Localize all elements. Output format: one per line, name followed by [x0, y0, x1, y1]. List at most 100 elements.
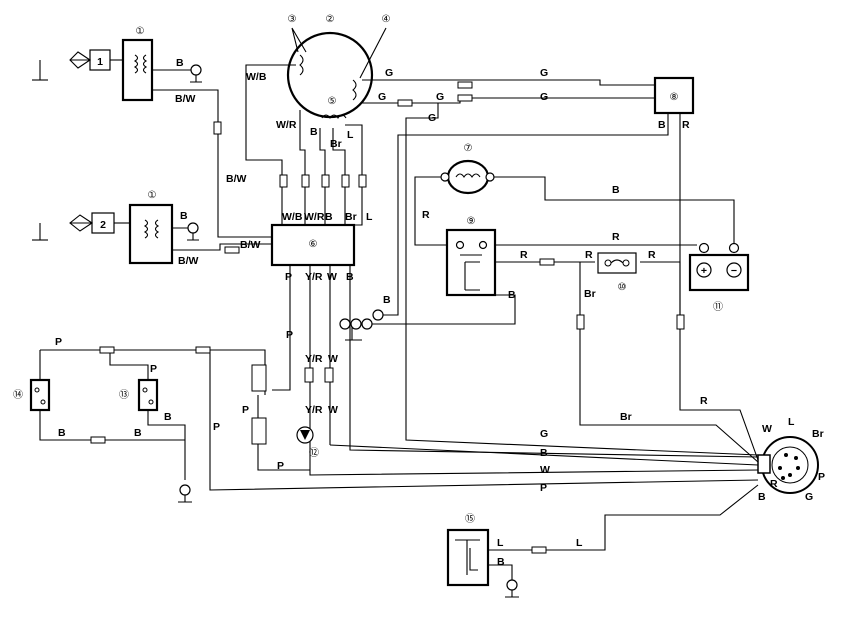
- wire-label-p-left: P: [242, 404, 249, 416]
- wire-label-g2: G: [540, 67, 548, 79]
- component-number-6: ⑥: [309, 239, 318, 250]
- connectors: [90, 81, 685, 554]
- relay-label-br: Br: [584, 288, 596, 300]
- conn-label-r: R: [770, 478, 778, 490]
- wire-label-bw-coil2: B/W: [178, 255, 199, 267]
- component-number-14: ⑭: [13, 389, 23, 401]
- harness-label-p: P: [540, 482, 547, 494]
- component-number-2: ②: [326, 14, 335, 25]
- cdi-label-p: P: [285, 271, 292, 283]
- plug-number-1: 1: [97, 56, 103, 68]
- cdi-label-br: Br: [345, 211, 357, 223]
- wire-label-w-1: W: [328, 353, 338, 365]
- wire-label-yr-2: Y/R: [305, 404, 323, 416]
- component-number-5: ⑤: [328, 96, 337, 107]
- wires: [39, 59, 759, 580]
- conn-label-g: G: [805, 491, 813, 503]
- switch-wire-b-3: B: [164, 411, 172, 423]
- ground-label-b: B: [383, 294, 391, 306]
- harness-label-w: W: [540, 464, 550, 476]
- wire-label-g4: G: [436, 91, 444, 103]
- switch-15: ⑮: [446, 513, 519, 598]
- cdi-label-l: L: [366, 211, 373, 223]
- switch-wire-b-1: B: [58, 427, 66, 439]
- sw15-label-l2: L: [576, 537, 583, 549]
- battery-plus-terminal: +: [701, 265, 707, 277]
- harness-label-br: Br: [620, 411, 632, 423]
- component-number-7: ⑦: [464, 143, 473, 154]
- wire-label-l-stator: L: [347, 129, 354, 141]
- sw15-label-l1: L: [497, 537, 504, 549]
- cdi-label-yr: Y/R: [305, 271, 323, 283]
- starter-label-r: R: [422, 209, 430, 221]
- rectifier-regulator: ⑧: [653, 76, 695, 115]
- cdi-label-wr: W/R: [304, 211, 325, 223]
- wire-label-wb: W/B: [246, 71, 267, 83]
- reg-label-b: B: [658, 119, 666, 131]
- cdi-label-wb: W/B: [282, 211, 303, 223]
- spark-plug-1: 1: [32, 49, 123, 81]
- diode: ⑫: [296, 426, 319, 459]
- starter-label-b: B: [612, 184, 620, 196]
- wire-label-b-stator: B: [310, 126, 318, 138]
- wire-label-g5: G: [540, 91, 548, 103]
- switch-wire-b-2: B: [134, 427, 142, 439]
- ignition-coil-2: ① B B/W: [128, 190, 199, 267]
- wire-label-b: B: [176, 57, 184, 69]
- wire-label-g3: G: [378, 91, 386, 103]
- wire-label-yr-1: Y/R: [305, 353, 323, 365]
- component-number-13: ⑬: [119, 389, 129, 401]
- relay-label-b: B: [508, 289, 516, 301]
- cdi-label-b: B: [325, 211, 333, 223]
- wire-label-b-coil2: B: [180, 210, 188, 222]
- component-number-1b: ①: [148, 190, 157, 201]
- sw15-label-b: B: [497, 556, 505, 568]
- plug-number-2: 2: [100, 219, 106, 231]
- stator: ② ③ ④ ⑤: [286, 14, 391, 119]
- wire-label-p-cdi: P: [286, 329, 293, 341]
- ground-terminal-cluster: [339, 309, 384, 341]
- wire-label-bw-vert: B/W: [226, 173, 247, 185]
- starter-relay: ⑨: [445, 216, 497, 297]
- component-number-12: ⑫: [309, 447, 319, 459]
- switch-wire-p-3: P: [213, 421, 220, 433]
- component-number-8: ⑧: [670, 92, 679, 103]
- ground-symbol-switches: [178, 484, 192, 503]
- component-number-9: ⑨: [467, 216, 476, 227]
- component-number-4: ④: [382, 14, 391, 25]
- cdi-unit: ⑥: [270, 223, 356, 267]
- wire-label-br-stator: Br: [330, 138, 342, 150]
- spark-plug-2: 2: [32, 212, 130, 241]
- cdi-label-w: W: [327, 271, 337, 283]
- main-harness-connector: [757, 436, 819, 494]
- wire-label-bw: B/W: [175, 93, 196, 105]
- component-number-1: ①: [136, 26, 145, 37]
- relay-label-r2: R: [520, 249, 528, 261]
- cdi-input-bw: B/W: [240, 239, 261, 251]
- wire-label-p-bottom: P: [277, 460, 284, 472]
- reg-label-r: R: [682, 119, 690, 131]
- battery-minus-terminal: −: [731, 265, 737, 277]
- starter-motor: ⑦: [440, 143, 495, 195]
- component-number-10: ⑩: [618, 282, 627, 293]
- switch-wire-p-1: P: [55, 336, 62, 348]
- conn-label-p: P: [818, 471, 825, 483]
- component-number-11: ⑪: [713, 301, 723, 313]
- component-number-15: ⑮: [465, 513, 475, 525]
- cdi-label-b2: B: [346, 271, 354, 283]
- wire-label-wr: W/R: [276, 119, 297, 131]
- conn-label-w: W: [762, 423, 772, 435]
- ignition-coil-1: ① B B/W: [121, 26, 202, 105]
- harness-label-b: B: [540, 447, 548, 459]
- switch-14: ⑭: [13, 378, 51, 412]
- relay-label-r1: R: [612, 231, 620, 243]
- harness-label-g: G: [540, 428, 548, 440]
- conn-label-l: L: [788, 416, 795, 428]
- switch-wire-p-2: P: [150, 363, 157, 375]
- relay-label-r4: R: [648, 249, 656, 261]
- wire-label-w-2: W: [328, 404, 338, 416]
- battery: + − ⑪: [688, 242, 750, 313]
- relay-label-r3: R: [585, 249, 593, 261]
- switch-13: ⑬: [119, 378, 159, 412]
